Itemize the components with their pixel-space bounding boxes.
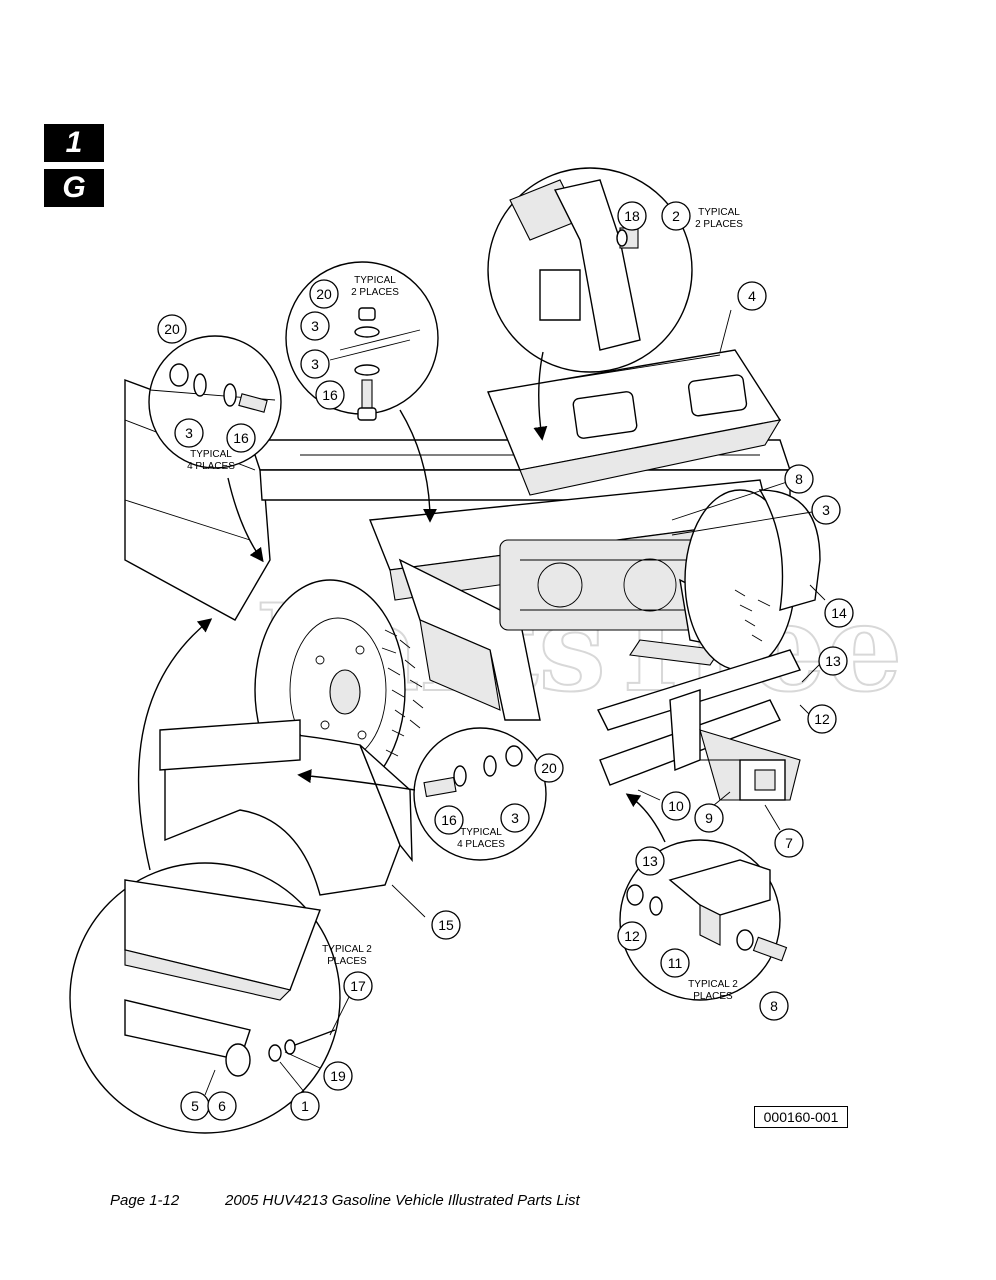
- note-typical-lower: TYPICAL 4 PLACES: [457, 827, 505, 850]
- detail-circle-bottom-left: [69, 862, 341, 1134]
- callout-3: 3: [300, 349, 330, 379]
- footer-document-title: 2005 HUV4213 Gasoline Vehicle Illustrate…: [225, 1192, 580, 1209]
- figure-id: 000160-001: [754, 1106, 848, 1128]
- svg-text:1: 1: [301, 1098, 309, 1114]
- svg-text:2 PLACES: 2 PLACES: [695, 219, 743, 230]
- footer-page-number: Page 1-12: [110, 1192, 180, 1209]
- taillight-panel: [487, 349, 782, 496]
- callout-16: 16: [434, 805, 464, 835]
- detail-circle-hitch: [619, 839, 788, 1001]
- svg-text:13: 13: [642, 853, 658, 869]
- svg-text:3: 3: [822, 502, 830, 518]
- svg-text:18: 18: [624, 208, 640, 224]
- svg-text:13: 13: [825, 653, 841, 669]
- callout-7: 7: [774, 828, 804, 858]
- svg-text:14: 14: [831, 605, 847, 621]
- callout-13: 13: [818, 646, 848, 676]
- callout-19: 19: [323, 1061, 353, 1091]
- svg-text:3: 3: [511, 810, 519, 826]
- callout-20: 20: [309, 279, 339, 309]
- callout-18: 18: [617, 201, 647, 231]
- svg-text:TYPICAL: TYPICAL: [698, 207, 740, 218]
- svg-text:17: 17: [350, 978, 366, 994]
- callout-3: 3: [300, 311, 330, 341]
- svg-text:15: 15: [438, 917, 454, 933]
- svg-text:4 PLACES: 4 PLACES: [187, 461, 235, 472]
- svg-text:8: 8: [795, 471, 803, 487]
- svg-text:12: 12: [814, 711, 830, 727]
- svg-text:4: 4: [748, 288, 756, 304]
- callout-4: 4: [737, 281, 767, 311]
- svg-text:20: 20: [316, 286, 332, 302]
- section-tab: G: [44, 169, 104, 207]
- callout-13: 13: [635, 846, 665, 876]
- note-typical-center: TYPICAL 2 PLACES: [351, 275, 399, 298]
- callout-6: 6: [207, 1091, 237, 1121]
- svg-text:12: 12: [624, 928, 640, 944]
- svg-text:20: 20: [541, 760, 557, 776]
- svg-text:3: 3: [185, 425, 193, 441]
- svg-text:16: 16: [233, 430, 249, 446]
- callout-10: 10: [661, 791, 691, 821]
- hitch-assembly: [597, 649, 801, 801]
- leader-arrows: [137, 351, 666, 871]
- callout-3: 3: [174, 418, 204, 448]
- callout-20: 20: [157, 314, 187, 344]
- svg-text:TYPICAL: TYPICAL: [460, 827, 502, 838]
- svg-text:10: 10: [668, 798, 684, 814]
- svg-text:TYPICAL 2: TYPICAL 2: [322, 944, 372, 955]
- svg-text:20: 20: [164, 321, 180, 337]
- svg-text:TYPICAL: TYPICAL: [354, 275, 396, 286]
- callout-16: 16: [315, 380, 345, 410]
- callout-14: 14: [824, 598, 854, 628]
- callout-3: 3: [500, 803, 530, 833]
- callout-16: 16: [226, 423, 256, 453]
- callout-2: 2: [661, 201, 691, 231]
- svg-text:3: 3: [311, 318, 319, 334]
- svg-text:2: 2: [672, 208, 680, 224]
- callout-1: 1: [290, 1091, 320, 1121]
- callout-bubbles: 1 2 3 3 3 3 3 4 5 6 7 8 8 9 10 11 12 12 …: [157, 201, 854, 1121]
- svg-text:2 PLACES: 2 PLACES: [351, 287, 399, 298]
- callout-12: 12: [617, 921, 647, 951]
- svg-text:4 PLACES: 4 PLACES: [457, 839, 505, 850]
- svg-text:6: 6: [218, 1098, 226, 1114]
- callout-11: 11: [660, 948, 690, 978]
- callout-9: 9: [694, 803, 724, 833]
- svg-text:19: 19: [330, 1068, 346, 1084]
- chapter-tab: 1: [44, 124, 104, 162]
- svg-text:7: 7: [785, 835, 793, 851]
- detail-circle-top: [487, 167, 693, 373]
- note-typical-left: TYPICAL 4 PLACES: [187, 449, 235, 472]
- svg-text:11: 11: [668, 955, 683, 971]
- note-typical-hitch: TYPICAL 2 PLACES: [688, 979, 738, 1002]
- note-typical-bottom-left: TYPICAL 2 PLACES: [322, 944, 372, 967]
- callout-15: 15: [431, 910, 461, 940]
- callout-8: 8: [784, 464, 814, 494]
- callout-5: 5: [180, 1091, 210, 1121]
- svg-text:TYPICAL: TYPICAL: [190, 449, 232, 460]
- svg-text:9: 9: [705, 810, 713, 826]
- svg-text:8: 8: [770, 998, 778, 1014]
- svg-text:3: 3: [311, 356, 319, 372]
- note-typical-top: TYPICAL 2 PLACES: [695, 207, 743, 230]
- svg-text:PLACES: PLACES: [327, 956, 367, 967]
- svg-text:16: 16: [441, 812, 457, 828]
- svg-text:16: 16: [322, 387, 338, 403]
- svg-text:PLACES: PLACES: [693, 991, 733, 1002]
- svg-text:TYPICAL 2: TYPICAL 2: [688, 979, 738, 990]
- callout-20: 20: [534, 753, 564, 783]
- callout-8: 8: [759, 991, 789, 1021]
- callout-3: 3: [811, 495, 841, 525]
- callout-17: 17: [343, 971, 373, 1001]
- callout-12: 12: [807, 704, 837, 734]
- svg-text:5: 5: [191, 1098, 199, 1114]
